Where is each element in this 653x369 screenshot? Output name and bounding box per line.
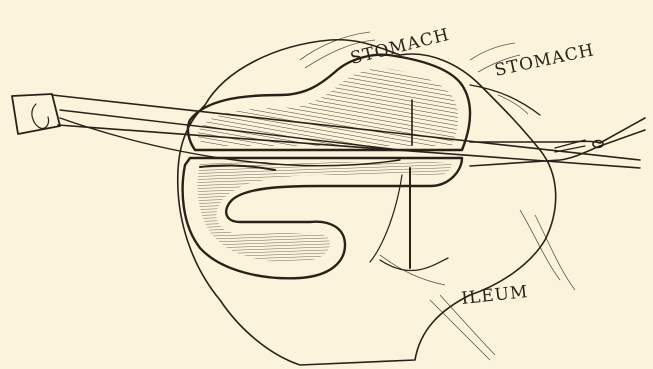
stomach-label-upper: STOMACH	[348, 25, 451, 69]
ileum-loop	[183, 158, 462, 278]
surrounding-tissue	[300, 32, 575, 360]
ileum-label: ILEUM	[460, 282, 529, 309]
stomach-label-right: STOMACH	[493, 40, 596, 81]
stomach-upper-pouch	[188, 55, 470, 150]
